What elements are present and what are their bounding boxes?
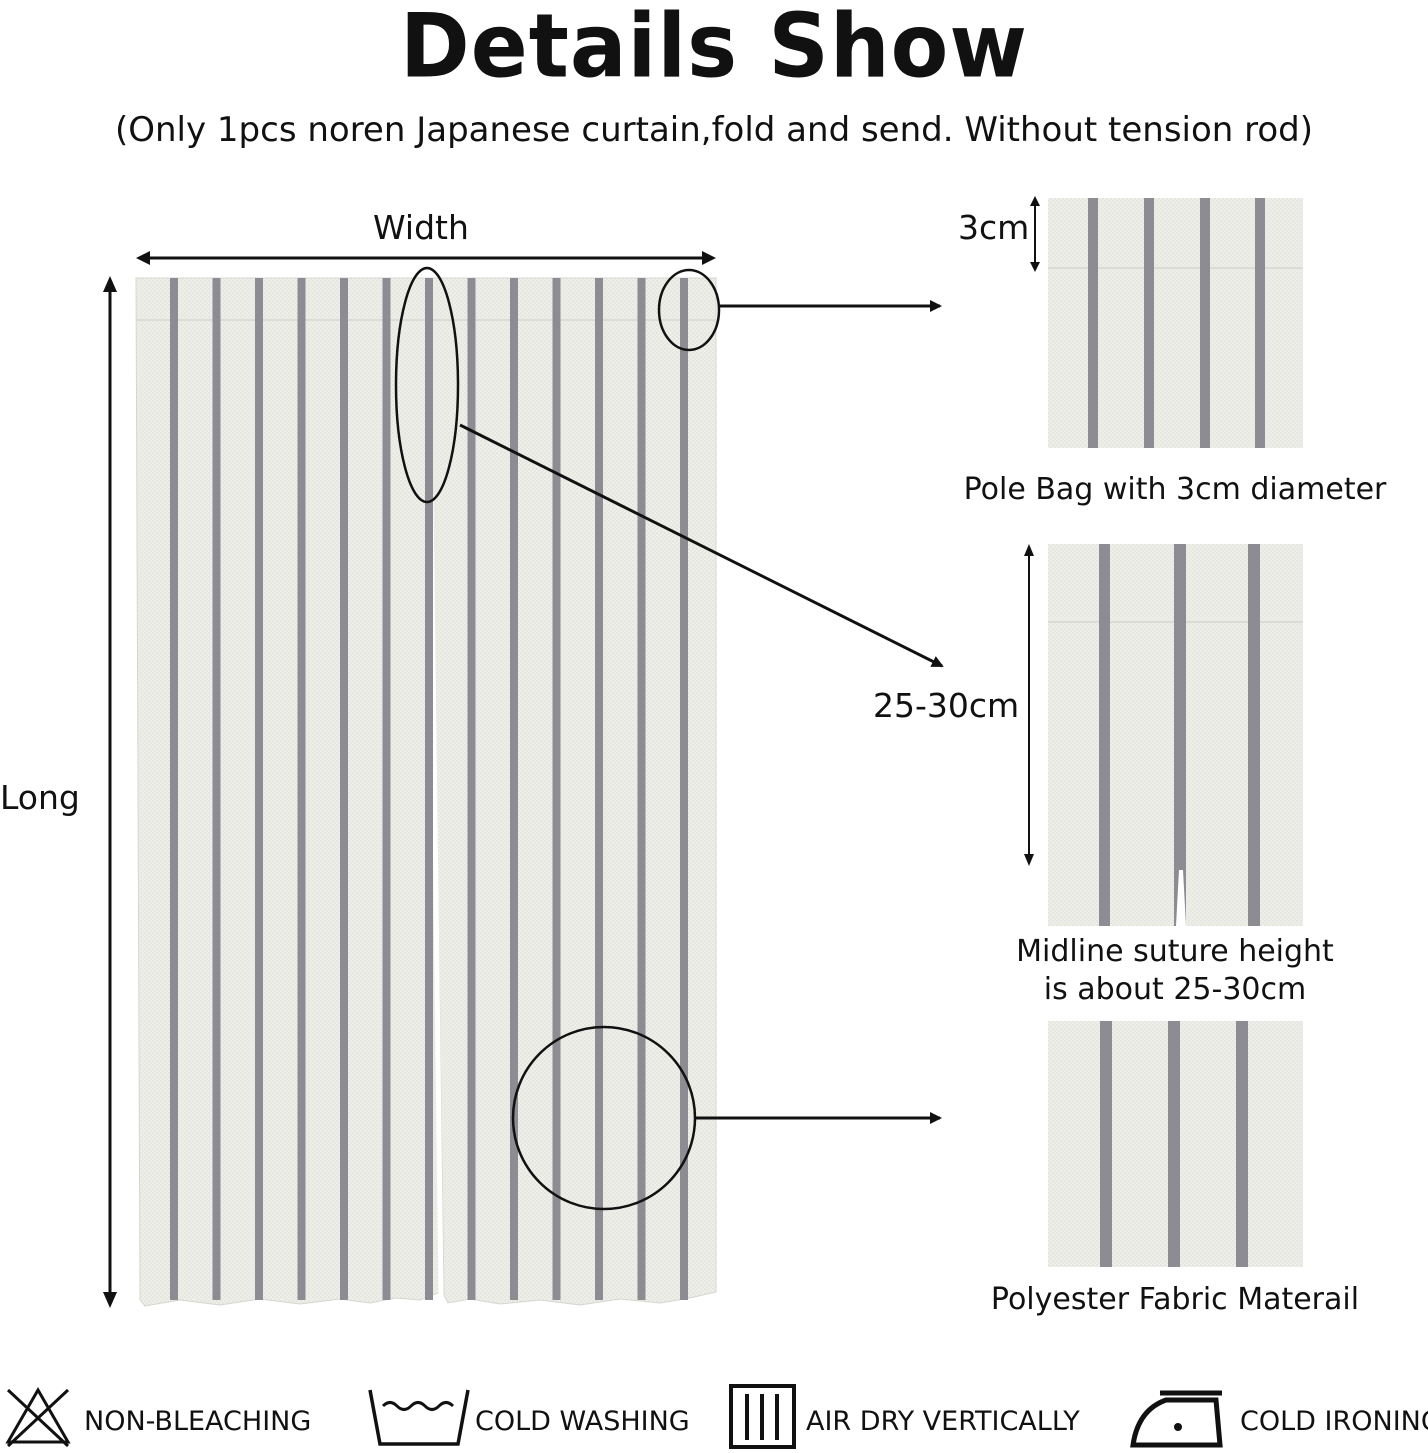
curtain-stripe: [467, 278, 476, 1300]
width-label: Width: [373, 208, 469, 247]
care-label-non-bleaching: NON-BLEACHING: [84, 1406, 312, 1437]
fabric-caption: Polyester Fabric Materail: [990, 1282, 1360, 1317]
curtain-stripe: [595, 278, 603, 1300]
width-arrow: [136, 251, 716, 265]
pole-bag-height-arrow: [1030, 196, 1040, 272]
curtain-stripe: [510, 278, 518, 1300]
detail-pole-bag-image: [1048, 198, 1303, 448]
curtain-stripe: [170, 278, 178, 1300]
curtain-stripe: [212, 278, 221, 1300]
air-dry-vertically-icon: [729, 1384, 796, 1449]
detail-midline-image: [1048, 544, 1303, 926]
midline-caption-line2: is about 25-30cm: [1043, 972, 1307, 1007]
cold-washing-icon: [368, 1389, 470, 1446]
long-arrow: [103, 276, 117, 1308]
curtain-stripe: [425, 278, 433, 1300]
non-bleaching-icon: [5, 1386, 71, 1448]
midline-caption-line1: Midline suture height: [1016, 934, 1334, 969]
long-label: Long: [0, 778, 80, 817]
curtain-left-panel: [135, 277, 441, 1307]
curtain-stripe: [637, 278, 646, 1300]
cold-ironing-icon: [1130, 1390, 1223, 1448]
curtain-stripe: [297, 278, 306, 1300]
care-label-cold-ironing: COLD IRONING: [1240, 1406, 1428, 1437]
midline-size-label: 25-30cm: [873, 686, 1020, 725]
curtain-stripe: [680, 278, 688, 1300]
curtain-stripe: [340, 278, 348, 1300]
curtain-stripes: [170, 278, 688, 1300]
detail-fabric-image: [1048, 1021, 1303, 1267]
pole-bag-size-label: 3cm: [958, 208, 1030, 247]
curtain-stripe: [552, 278, 561, 1300]
callout-pole-ellipse: [657, 268, 721, 352]
page-title: Details Show: [400, 0, 1028, 98]
curtain-stripe: [382, 278, 391, 1300]
care-label-cold-washing: COLD WASHING: [475, 1406, 690, 1437]
care-label-air-dry: AIR DRY VERTICALLY: [806, 1406, 1080, 1437]
arrow-to-midline-detail: [459, 423, 944, 668]
curtain-stripe: [255, 278, 263, 1300]
pole-bag-caption: Pole Bag with 3cm diameter: [963, 472, 1387, 507]
page-subtitle: (Only 1pcs noren Japanese curtain,fold a…: [114, 110, 1314, 150]
callout-midline-ellipse: [394, 266, 460, 504]
midline-height-arrow: [1024, 544, 1034, 866]
